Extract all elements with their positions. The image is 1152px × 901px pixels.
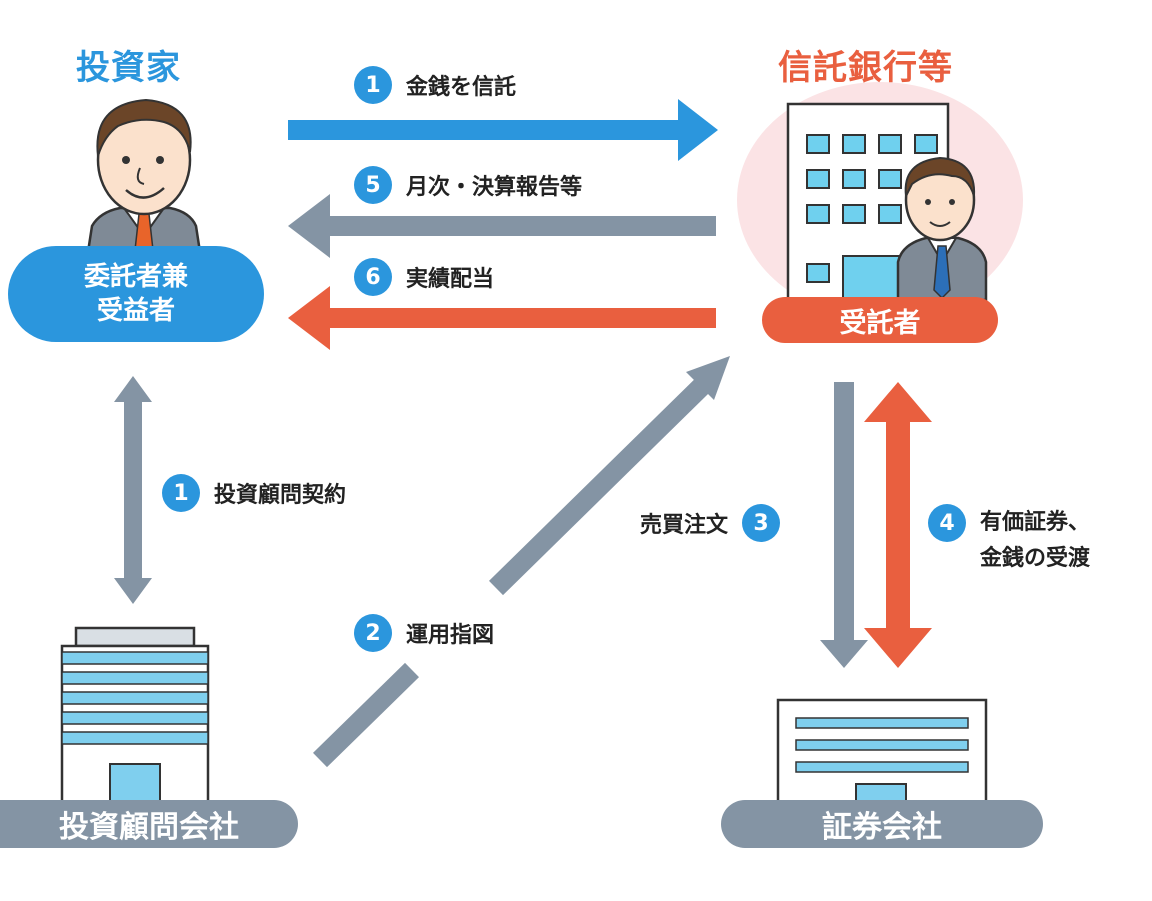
- flow-text-line2: 金銭の受渡: [980, 546, 1091, 571]
- flow-settlement: 4 有価証券、 金銭の受渡: [928, 504, 1090, 577]
- arrow-investment-instruction: [313, 356, 730, 768]
- investor-role-line2: 受益者: [96, 296, 175, 326]
- investor-title: 投資家: [76, 48, 181, 88]
- flow-dividend: 6 実績配当: [354, 258, 494, 296]
- flow-text: 金銭を信託: [406, 75, 517, 100]
- step-number-badge: 1: [162, 474, 200, 512]
- arrow-settlement: [864, 382, 932, 668]
- arrow-entrust-money: [288, 99, 718, 161]
- flow-text: 実績配当: [406, 267, 495, 292]
- step-number-badge: 4: [928, 504, 966, 542]
- flow-text: 投資顧問契約: [214, 483, 347, 508]
- arrow-trade-order: [820, 382, 868, 668]
- investor-role-line1: 委託者兼: [83, 262, 188, 292]
- flow-investment-instruction: 2 運用指図: [354, 614, 494, 652]
- investor-person-icon: [86, 98, 202, 257]
- arrow-monthly-report: [288, 194, 716, 258]
- trustee-person-icon: [896, 156, 988, 302]
- arrow-dividend: [288, 286, 716, 350]
- step-number-badge: 2: [354, 614, 392, 652]
- advisor-building-icon: [60, 626, 210, 808]
- flow-text: 運用指図: [406, 623, 495, 648]
- flow-entrust-money: 1 金銭を信託: [354, 66, 516, 104]
- securities-building-icon: [776, 698, 988, 808]
- step-number-badge: 6: [354, 258, 392, 296]
- step-number-badge: 3: [742, 504, 781, 542]
- flow-text: 売買注文: [640, 513, 729, 538]
- trustee-role-label: 受託者: [839, 307, 921, 339]
- securities-label: 証券会社: [822, 810, 942, 845]
- flow-advisory-contract: 1 投資顧問契約: [162, 474, 346, 512]
- flow-monthly-report: 5 月次・決算報告等: [354, 166, 582, 204]
- advisor-label: 投資顧問会社: [59, 810, 239, 845]
- investor-role-badge: 委託者兼 受益者: [8, 246, 264, 342]
- trustee-role-badge: 受託者: [762, 297, 998, 343]
- trustee-title: 信託銀行等: [778, 48, 953, 88]
- step-number-badge: 1: [354, 66, 392, 104]
- arrow-advisory-contract: [114, 376, 152, 604]
- flow-text-line1: 有価証券、: [980, 510, 1091, 535]
- flow-text: 月次・決算報告等: [406, 175, 583, 200]
- step-number-badge: 5: [354, 166, 392, 204]
- securities-badge: 証券会社: [721, 800, 1043, 848]
- flow-text: 有価証券、 金銭の受渡: [980, 505, 1090, 577]
- flow-trade-order: 売買注文 3: [640, 504, 781, 542]
- advisor-badge: 投資顧問会社: [0, 800, 298, 848]
